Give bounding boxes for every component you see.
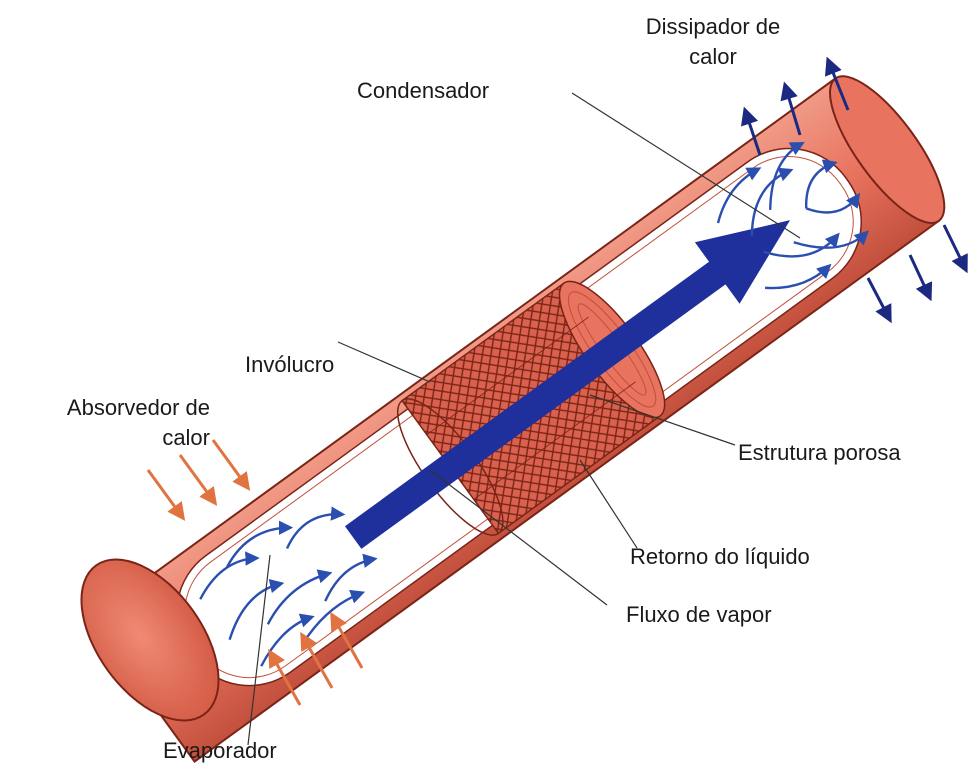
label-vapor-flow-text: Fluxo de vapor: [626, 600, 772, 630]
label-shell: Invólucro: [245, 350, 334, 380]
label-vapor-flow: Fluxo de vapor: [626, 600, 772, 630]
label-liquid-return-text: Retorno do líquido: [630, 542, 810, 572]
label-heat-dissipator-line1: Dissipador de: [618, 12, 808, 42]
label-shell-text: Invólucro: [245, 350, 334, 380]
label-heat-absorber-line1: Absorvedor de: [10, 393, 210, 423]
label-heat-dissipator-line2: calor: [618, 42, 808, 72]
label-heat-absorber-line2: calor: [10, 423, 210, 453]
label-evaporator: Evaporador: [163, 736, 277, 766]
label-evaporator-text: Evaporador: [163, 736, 277, 766]
label-porous-structure: Estrutura porosa: [738, 438, 901, 468]
heat-pipe: [91, 61, 963, 762]
label-heat-dissipator: Dissipador de calor: [618, 12, 808, 72]
label-porous-structure-text: Estrutura porosa: [738, 438, 901, 468]
label-condenser-text: Condensador: [357, 76, 489, 106]
label-condenser: Condensador: [357, 76, 489, 106]
vapor-flow-arrow: [331, 189, 813, 568]
label-heat-absorber: Absorvedor de calor: [10, 393, 210, 453]
label-liquid-return: Retorno do líquido: [630, 542, 810, 572]
